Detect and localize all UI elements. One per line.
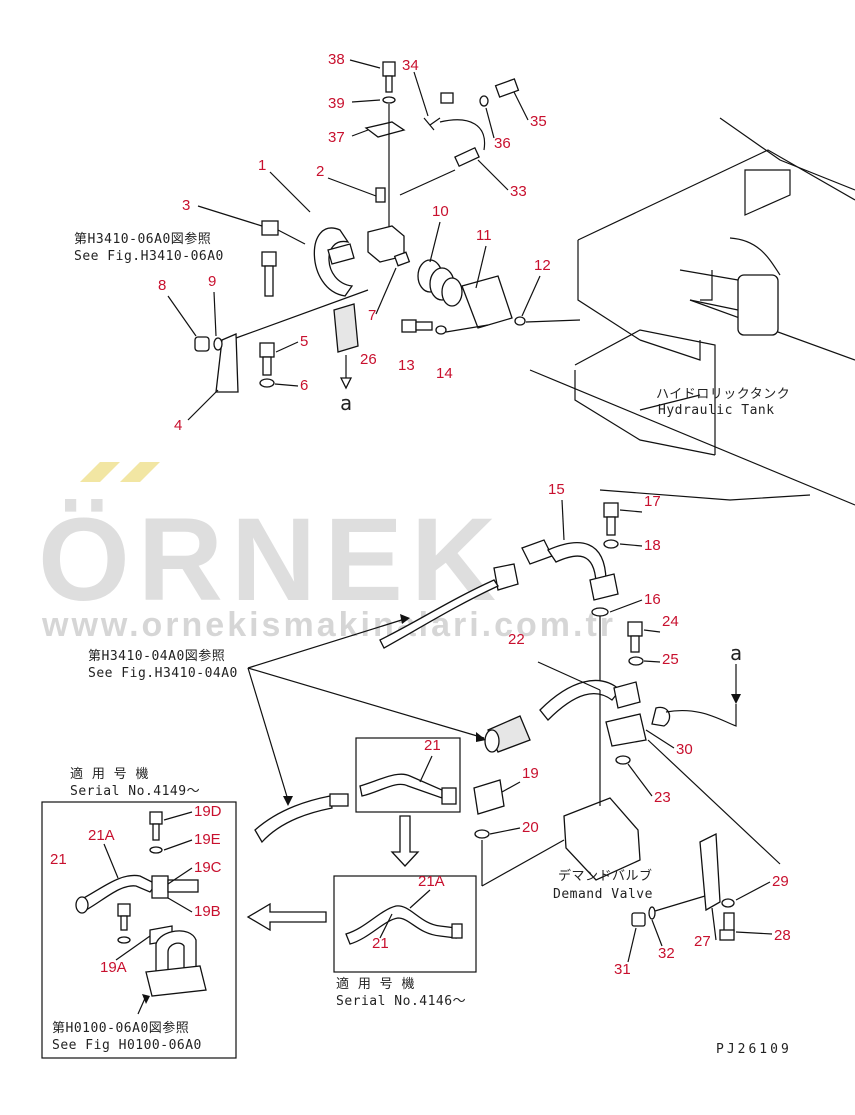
callout-34: 34 bbox=[402, 57, 419, 74]
ref-h3410-04a0-en: See Fig.H3410-04A0 bbox=[88, 666, 238, 681]
callout-24: 24 bbox=[662, 613, 679, 630]
top-assembly bbox=[194, 61, 581, 393]
callout-3: 3 bbox=[182, 197, 190, 214]
callout-11: 11 bbox=[476, 227, 492, 244]
callout-35: 35 bbox=[530, 113, 547, 130]
serial-4149-jp: 適 用 号 機 bbox=[70, 766, 149, 782]
callout-5: 5 bbox=[300, 333, 308, 350]
serial-4146-en: Serial No.4146～ bbox=[336, 994, 466, 1009]
callout-32: 32 bbox=[658, 945, 675, 962]
drawing-code: PJ26109 bbox=[716, 1042, 792, 1057]
callout-19e: 19E bbox=[194, 831, 221, 848]
callout-17: 17 bbox=[644, 493, 661, 510]
callout-19: 19 bbox=[522, 765, 539, 782]
hydraulic-tank-jp: ハイドロリックタンク bbox=[656, 387, 790, 402]
callout-18: 18 bbox=[644, 537, 661, 554]
callout-14: 14 bbox=[436, 365, 453, 382]
callout-37: 37 bbox=[328, 129, 345, 146]
callout-19b: 19B bbox=[194, 903, 221, 920]
callout-25: 25 bbox=[662, 651, 679, 668]
hydraulic-tank bbox=[529, 117, 855, 506]
callout-21-mid: 21 bbox=[372, 935, 389, 952]
callout-21a-inset: 21A bbox=[88, 827, 115, 844]
callout-22: 22 bbox=[508, 631, 525, 648]
callout-6: 6 bbox=[300, 377, 308, 394]
ref-a-right: a bbox=[730, 641, 743, 665]
callout-8: 8 bbox=[158, 277, 166, 294]
hydraulic-tank-en: Hydraulic Tank bbox=[658, 403, 775, 418]
serial-4146-jp: 適 用 号 機 bbox=[336, 976, 415, 992]
callout-10: 10 bbox=[432, 203, 449, 220]
ref-h0100-06a0-en: See Fig H0100-06A0 bbox=[52, 1038, 202, 1053]
callout-29: 29 bbox=[772, 873, 789, 890]
callout-15: 15 bbox=[548, 481, 565, 498]
callout-9: 9 bbox=[208, 273, 216, 290]
callout-21-inset: 21 bbox=[50, 851, 67, 868]
callout-20: 20 bbox=[522, 819, 539, 836]
callout-7: 7 bbox=[368, 307, 376, 324]
diagram-labels: 第H3410-06A0図参照 See Fig.H3410-06A0 a ハイドロ… bbox=[52, 231, 792, 1057]
middle-assembly bbox=[247, 502, 781, 941]
ref-h3410-06a0-jp: 第H3410-06A0図参照 bbox=[74, 231, 211, 247]
callout-12: 12 bbox=[534, 257, 551, 274]
ref-h3410-04a0-jp: 第H3410-04A0図参照 bbox=[88, 648, 225, 664]
callout-21a-mid: 21A bbox=[418, 873, 445, 890]
watermark-brand: ÖRNEK bbox=[38, 494, 504, 626]
callout-16: 16 bbox=[644, 591, 661, 608]
callout-31: 31 bbox=[614, 961, 631, 978]
part-callouts: 38 34 39 35 36 37 1 2 33 3 10 11 12 8 9 … bbox=[50, 51, 791, 978]
callout-1: 1 bbox=[258, 157, 266, 174]
ref-h3410-06a0-en: See Fig.H3410-06A0 bbox=[74, 249, 224, 264]
callout-30: 30 bbox=[676, 741, 693, 758]
ref-h0100-06a0-jp: 第H0100-06A0図参照 bbox=[52, 1020, 189, 1036]
callout-38: 38 bbox=[328, 51, 345, 68]
callout-4: 4 bbox=[174, 417, 182, 434]
callout-33: 33 bbox=[510, 183, 527, 200]
callout-39: 39 bbox=[328, 95, 345, 112]
ref-a-top: a bbox=[340, 391, 353, 415]
callout-19d: 19D bbox=[194, 803, 222, 820]
watermark-accent-right bbox=[120, 462, 160, 482]
callout-23: 23 bbox=[654, 789, 671, 806]
watermark: ÖRNEK www.ornekismakinalari.com.tr bbox=[38, 462, 616, 644]
callout-36: 36 bbox=[494, 135, 511, 152]
callout-19c: 19C bbox=[194, 859, 222, 876]
callout-leaders bbox=[103, 59, 773, 963]
callout-27: 27 bbox=[694, 933, 711, 950]
callout-28: 28 bbox=[774, 927, 791, 944]
inset-serial-4149 bbox=[41, 801, 237, 1059]
callout-26: 26 bbox=[360, 351, 377, 368]
callout-2: 2 bbox=[316, 163, 324, 180]
demand-valve-en: Demand Valve bbox=[553, 887, 653, 902]
callout-21-main: 21 bbox=[424, 737, 441, 754]
serial-4149-en: Serial No.4149～ bbox=[70, 784, 200, 799]
callout-19a: 19A bbox=[100, 959, 127, 976]
callout-13: 13 bbox=[398, 357, 415, 374]
demand-valve-jp: デマンドバルブ bbox=[558, 868, 653, 884]
inset-serial-4146 bbox=[246, 875, 477, 973]
watermark-url: www.ornekismakinalari.com.tr bbox=[41, 606, 616, 644]
watermark-accent-left bbox=[80, 462, 120, 482]
